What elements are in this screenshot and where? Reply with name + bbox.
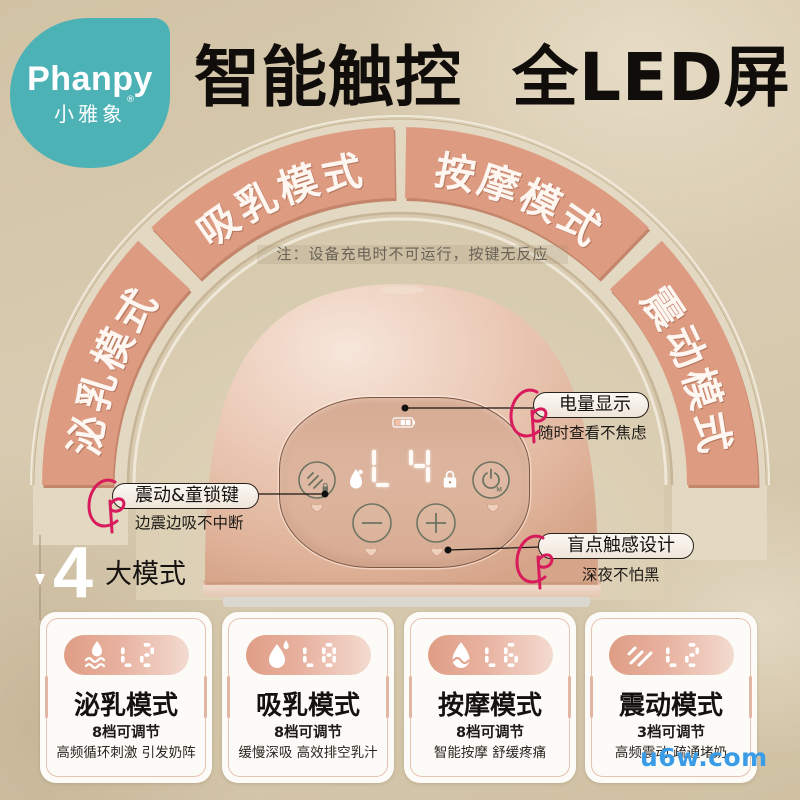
pink-squiggle-icon [515,534,554,590]
card-side-accent [227,676,230,718]
brand-logo: Phanpy 小雅象 ® [10,18,170,168]
callout-vibration-lock-key: 震动&童锁键 [112,483,259,509]
callout-tactile-design: 盲点触感设计 [538,533,694,559]
pink-squiggle-icon [509,388,548,444]
brand-name-en: Phanpy [27,60,153,98]
card-side-accent [749,676,752,718]
segment-label-lactation: 泌乳模式 [62,279,168,459]
card-levels: 8档可调节 [273,725,343,741]
card-levels: 8档可调节 [455,725,525,741]
segment-lactation-mode [41,240,191,485]
pink-squiggle-icon [87,478,126,534]
card-description: 高频震动 疏通堵奶 [614,745,728,761]
segment-vibration-mode [609,240,758,485]
card-levels: 3档可调节 [636,725,706,741]
callout-subtitle: 边震边吸不中断 [135,514,244,532]
card-side-accent [590,676,593,718]
double-drop-icon [269,640,289,668]
card-title: 震动模式 [618,691,723,721]
callout-subtitle: 随时查看不焦虑 [538,424,647,442]
device-top-nub [380,286,424,294]
drop-wave-icon [452,642,470,668]
watermark: u6w.com [640,743,768,772]
device-glass-base [223,594,590,607]
drop-waves-icon [84,641,106,669]
card-levels: 8档可调节 [91,725,161,741]
card-side-accent [409,676,412,718]
callout-battery-display: 电量显示 [533,392,649,418]
control-panel [279,397,530,568]
card-description: 高频循环刺激 引发奶阵 [56,745,196,761]
segment-label-vibration: 震动模式 [632,279,738,459]
headline-led-screen: 全LED屏 [512,39,791,116]
level-display-pill [246,635,371,675]
callout-title: 盲点触感设计 [567,535,675,556]
mode-card-massage: 按摩模式 8档可调节 智能按摩 舒缓疼痛 [404,612,576,783]
callout-title: 震动&童锁键 [135,485,240,506]
charging-note: 注：设备充电时不可运行，按键无反应 [257,245,568,264]
modes-count: 4 [53,533,94,613]
mode-card-vibration: 震动模式 3档可调节 高频震动 疏通堵奶 [585,612,757,783]
level-digits [485,643,518,667]
level-display-pill [428,635,553,675]
card-description: 智能按摩 舒缓疼痛 [433,745,547,761]
card-title: 泌乳模式 [73,691,178,721]
segment-label-suction: 吸乳模式 [189,148,368,257]
mode-card-suction: 吸乳模式 8档可调节 缓慢深吸 高效排空乳汁 [222,612,394,783]
level-display-pill [609,635,734,675]
level-digits [666,643,699,667]
card-side-accent [45,676,48,718]
card-title: 按摩模式 [437,691,542,721]
card-side-accent [386,676,389,718]
trademark-symbol: ® [126,95,135,105]
down-arrow-icon [35,574,45,585]
card-side-accent [204,676,207,718]
modes-heading-label: 大模式 [105,559,186,590]
callout-title: 电量显示 [559,394,631,415]
card-description: 缓慢深吸 高效排空乳汁 [238,745,378,761]
vibration-icon [627,646,653,667]
mode-card-lactation: 泌乳模式 8档可调节 高频循环刺激 引发奶阵 [40,612,212,783]
card-title: 吸乳模式 [255,691,360,721]
callout-subtitle: 深夜不怕黑 [582,566,660,584]
segment-label-massage: 按摩模式 [431,148,610,257]
level-digits [121,643,154,667]
headline-touch-control: 智能触控 [194,39,462,116]
card-side-accent [568,676,571,718]
brand-name-cn: 小雅象 [54,102,126,126]
level-digits [303,643,336,667]
level-display-pill [64,635,189,675]
